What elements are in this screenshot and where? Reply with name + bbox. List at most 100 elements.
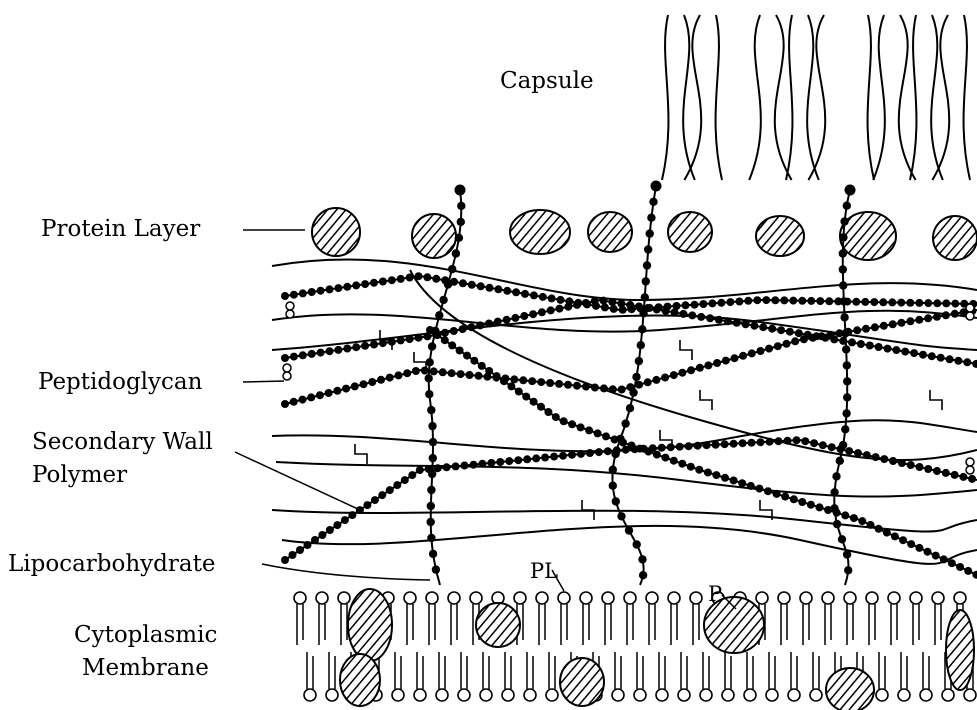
lipocarbohydrate-bead — [638, 325, 646, 333]
peptidoglycan-bead — [733, 319, 741, 327]
peptidoglycan-bead — [791, 337, 799, 345]
peptidoglycan-bead — [762, 296, 770, 304]
phospholipid-head-top — [844, 592, 856, 604]
phospholipid-head-top — [910, 592, 922, 604]
phospholipid-head-top — [668, 592, 680, 604]
peptidoglycan-bead — [919, 351, 927, 359]
lipocarbohydrate-bead — [843, 377, 851, 385]
peptidoglycan-bead — [933, 467, 941, 475]
phospholipid-head-bottom — [722, 689, 734, 701]
peptidoglycan-bead — [617, 300, 625, 308]
peptidoglycan-bead — [687, 366, 695, 374]
phospholipid-tail-top — [561, 604, 567, 645]
peptidoglycan-bead — [694, 442, 702, 450]
peptidoglycan-bead — [326, 347, 334, 355]
peptidoglycan-bead — [807, 297, 815, 305]
peptidoglycan-bead — [299, 351, 307, 359]
phospholipid-head-bottom — [546, 689, 558, 701]
peptidoglycan-bead — [281, 400, 289, 408]
lipocarbohydrate-bead — [609, 482, 617, 490]
peptidoglycan-bead — [708, 299, 716, 307]
protein-blob — [510, 210, 570, 254]
capsule-fibre — [749, 15, 761, 180]
phospholipid-head-bottom — [414, 689, 426, 701]
peptidoglycan-bead — [906, 317, 914, 325]
peptidoglycan-bead — [333, 521, 341, 529]
phospholipid-tail-bottom — [813, 652, 819, 689]
peptidoglycan-bead — [370, 341, 378, 349]
phospholipid-head-top — [338, 592, 350, 604]
peptidoglycan-bead — [682, 301, 690, 309]
peptidoglycan-bead — [906, 299, 914, 307]
peptidoglycan-bead — [870, 298, 878, 306]
lipocarbohydrate-bead — [843, 361, 851, 369]
peptidoglycan-bead — [406, 335, 414, 343]
phospholipid-tail-bottom — [615, 652, 621, 689]
peptidoglycan-bead — [678, 369, 686, 377]
peptidoglycan-bead — [591, 384, 599, 392]
peptidoglycan-bead — [738, 479, 746, 487]
capsule-fibre — [868, 15, 874, 180]
phospholipid-tail-bottom — [659, 652, 665, 689]
peptidoglycan-bead — [493, 372, 501, 380]
peptidoglycan-bead — [421, 367, 429, 375]
peptidoglycan-bead — [661, 454, 669, 462]
peptidoglycan-bead — [774, 342, 782, 350]
peptidoglycan-bead — [915, 544, 923, 552]
peptidoglycan-bead — [937, 354, 945, 362]
peptidoglycan-bead — [715, 316, 723, 324]
phospholipid-head-bottom — [458, 689, 470, 701]
peptidoglycan-bead — [916, 463, 924, 471]
peptidoglycan-bead — [532, 454, 540, 462]
capsule-fibre — [662, 15, 668, 180]
peptidoglycan-bead — [537, 378, 545, 386]
peptidoglycan-bead — [609, 385, 617, 393]
crosslink-bracket — [355, 444, 367, 464]
peptidoglycan-bead — [748, 439, 756, 447]
peptidoglycan-bead — [403, 369, 411, 377]
peptidoglycan-bead — [528, 377, 536, 385]
phospholipid-head-top — [470, 592, 482, 604]
peptidoglycan-bead — [475, 372, 483, 380]
membrane-protein — [340, 654, 380, 706]
peptidoglycan-bead — [853, 326, 861, 334]
peptidoglycan-bead — [452, 462, 460, 470]
peptidoglycan-bead — [942, 299, 950, 307]
peptidoglycan-bead — [867, 521, 875, 529]
peptidoglycan-bead — [848, 338, 856, 346]
peptidoglycan-bead — [786, 328, 794, 336]
peptidoglycan-bead — [775, 437, 783, 445]
membrane-protein — [826, 668, 874, 710]
peptidoglycan-bead — [333, 387, 341, 395]
peptidoglycan-bead — [852, 298, 860, 306]
peptidoglycan-bead — [790, 495, 798, 503]
peptidoglycan-bead — [281, 354, 289, 362]
crosslink-bracket — [700, 390, 712, 410]
lipocarbohydrate-label: Lipocarbohydrate — [8, 550, 215, 579]
phospholipid-head-top — [580, 592, 592, 604]
peptidoglycan-bead — [448, 369, 456, 377]
peptidoglycan-bead — [511, 314, 519, 322]
peptidoglycan-bead — [594, 429, 602, 437]
peptidoglycan-bead — [304, 541, 312, 549]
peptidoglycan-bead — [809, 334, 817, 342]
peptidoglycan-bead — [529, 310, 537, 318]
peptidoglycan-bead — [866, 342, 874, 350]
peptidoglycan-bead — [753, 296, 761, 304]
lipocarbohydrate-bead — [840, 217, 848, 225]
peptidoglycan-bead — [670, 457, 678, 465]
phospholipid-tail-top — [781, 604, 787, 645]
phospholipid-head-bottom — [612, 689, 624, 701]
peptidoglycan-bead — [730, 477, 738, 485]
phospholipid-tail-top — [341, 604, 347, 645]
peptidoglycan-leader — [243, 381, 284, 382]
lipocarbohydrate-bead — [427, 486, 435, 494]
peptidoglycan-bead — [510, 375, 518, 383]
peptidoglycan-bead — [591, 297, 599, 305]
peptidoglycan-bead — [450, 327, 458, 335]
peptidoglycan-bead — [626, 301, 634, 309]
peptidoglycan-bead — [568, 420, 576, 428]
peptidoglycan-bead — [712, 471, 720, 479]
peptidoglycan-bead — [942, 469, 950, 477]
peptidoglycan-bead — [884, 345, 892, 353]
